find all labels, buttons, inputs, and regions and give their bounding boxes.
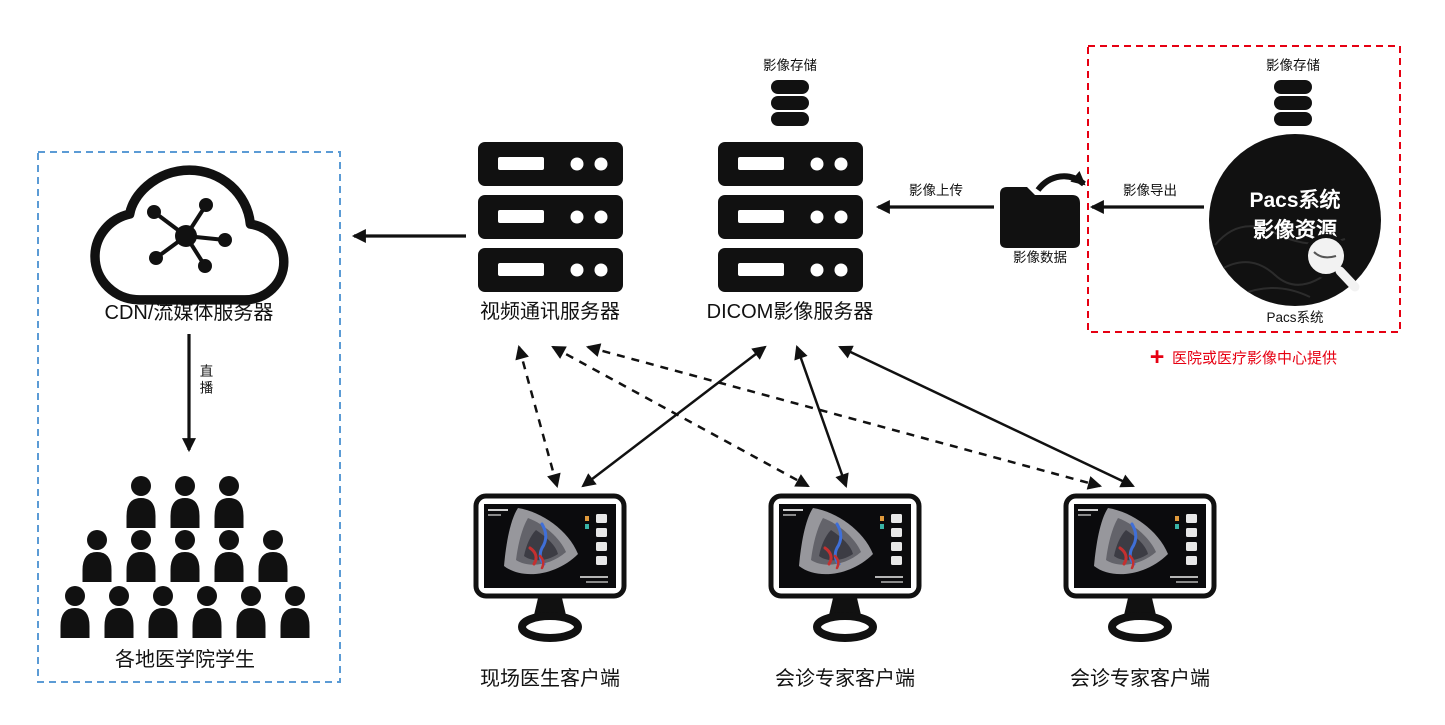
pacs-group: 影像存储 Pacs系统 影像资源 Pacs系统 (1209, 58, 1381, 325)
client-2-monitor-icon (771, 496, 919, 638)
pacs-caption: Pacs系统 (1266, 310, 1323, 325)
image-data-folder-group (1000, 170, 1088, 248)
person-icon (126, 476, 156, 528)
students-group (60, 476, 310, 638)
image-data-label: 影像数据 (1013, 250, 1067, 265)
person-icon (60, 586, 90, 638)
person-icon (258, 530, 288, 582)
person-icon (104, 586, 134, 638)
person-icon (214, 530, 244, 582)
client-1-monitor-icon (476, 496, 624, 638)
pacs-storage-database-icon (1274, 80, 1312, 126)
pacs-circle-line1: Pacs系统 (1249, 188, 1340, 212)
magnifier-icon (1304, 234, 1360, 292)
pacs-provider-boundary (1087, 45, 1401, 333)
provider-note-plus: + (1150, 343, 1165, 371)
client-3-monitor-icon (1066, 496, 1214, 638)
dicom-server-label: DICOM影像服务器 (707, 300, 874, 323)
client-3-label: 会诊专家客户端 (1070, 667, 1210, 690)
person-icon (214, 476, 244, 528)
arrow-video-client1 (515, 344, 561, 489)
client-2-group: 会诊专家客户端 (771, 496, 919, 690)
image-upload-label: 影像上传 (909, 183, 963, 198)
arrow-video-client2 (551, 345, 810, 488)
person-icon (126, 530, 156, 582)
live-stream-label: 直播 (198, 364, 214, 397)
transfer-arrow-icon (1035, 170, 1086, 192)
dicom-server-group: 影像存储 DICOM影像服务器 (707, 58, 874, 323)
cdn-server-label: CDN/流媒体服务器 (105, 301, 274, 324)
arrow-dicom-client3 (838, 345, 1135, 488)
person-icon (236, 586, 266, 638)
person-icon (280, 586, 310, 638)
dicom-storage-database-icon (771, 80, 809, 126)
video-server-icon (478, 142, 623, 292)
video-server-label: 视频通讯服务器 (480, 300, 620, 323)
image-export-label: 影像导出 (1123, 183, 1177, 198)
client-1-group: 现场医生客户端 (476, 496, 624, 690)
provider-note: + 医院或医疗影像中心提供 (1150, 343, 1337, 371)
provider-note-text: 医院或医疗影像中心提供 (1172, 349, 1337, 367)
person-icon (170, 530, 200, 582)
arrow-dicom-client1 (581, 345, 767, 488)
cdn-audience-boundary (37, 151, 341, 683)
dicom-storage-label: 影像存储 (763, 58, 817, 73)
client-1-label: 现场医生客户端 (480, 667, 620, 690)
network-hub-icon (147, 198, 232, 273)
person-icon (192, 586, 222, 638)
person-icon (82, 530, 112, 582)
person-icon (170, 476, 200, 528)
dicom-server-icon (718, 142, 863, 292)
video-server-group: 视频通讯服务器 (478, 142, 623, 323)
arrow-video-client3 (585, 343, 1103, 490)
cdn-group: CDN/流媒体服务器 各地医学院学生 (60, 165, 310, 671)
client-3-group: 会诊专家客户端 (1066, 496, 1214, 690)
audience-label: 各地医学院学生 (115, 648, 255, 671)
arrow-dicom-client2 (794, 345, 849, 488)
person-icon (148, 586, 178, 638)
pacs-circle-line2: 影像资源 (1253, 219, 1337, 242)
folder-icon (1000, 187, 1080, 248)
client-2-label: 会诊专家客户端 (775, 667, 915, 690)
pacs-storage-label: 影像存储 (1266, 58, 1320, 73)
flow-arrows: 影像导出 影像上传 直播 (182, 183, 1204, 490)
